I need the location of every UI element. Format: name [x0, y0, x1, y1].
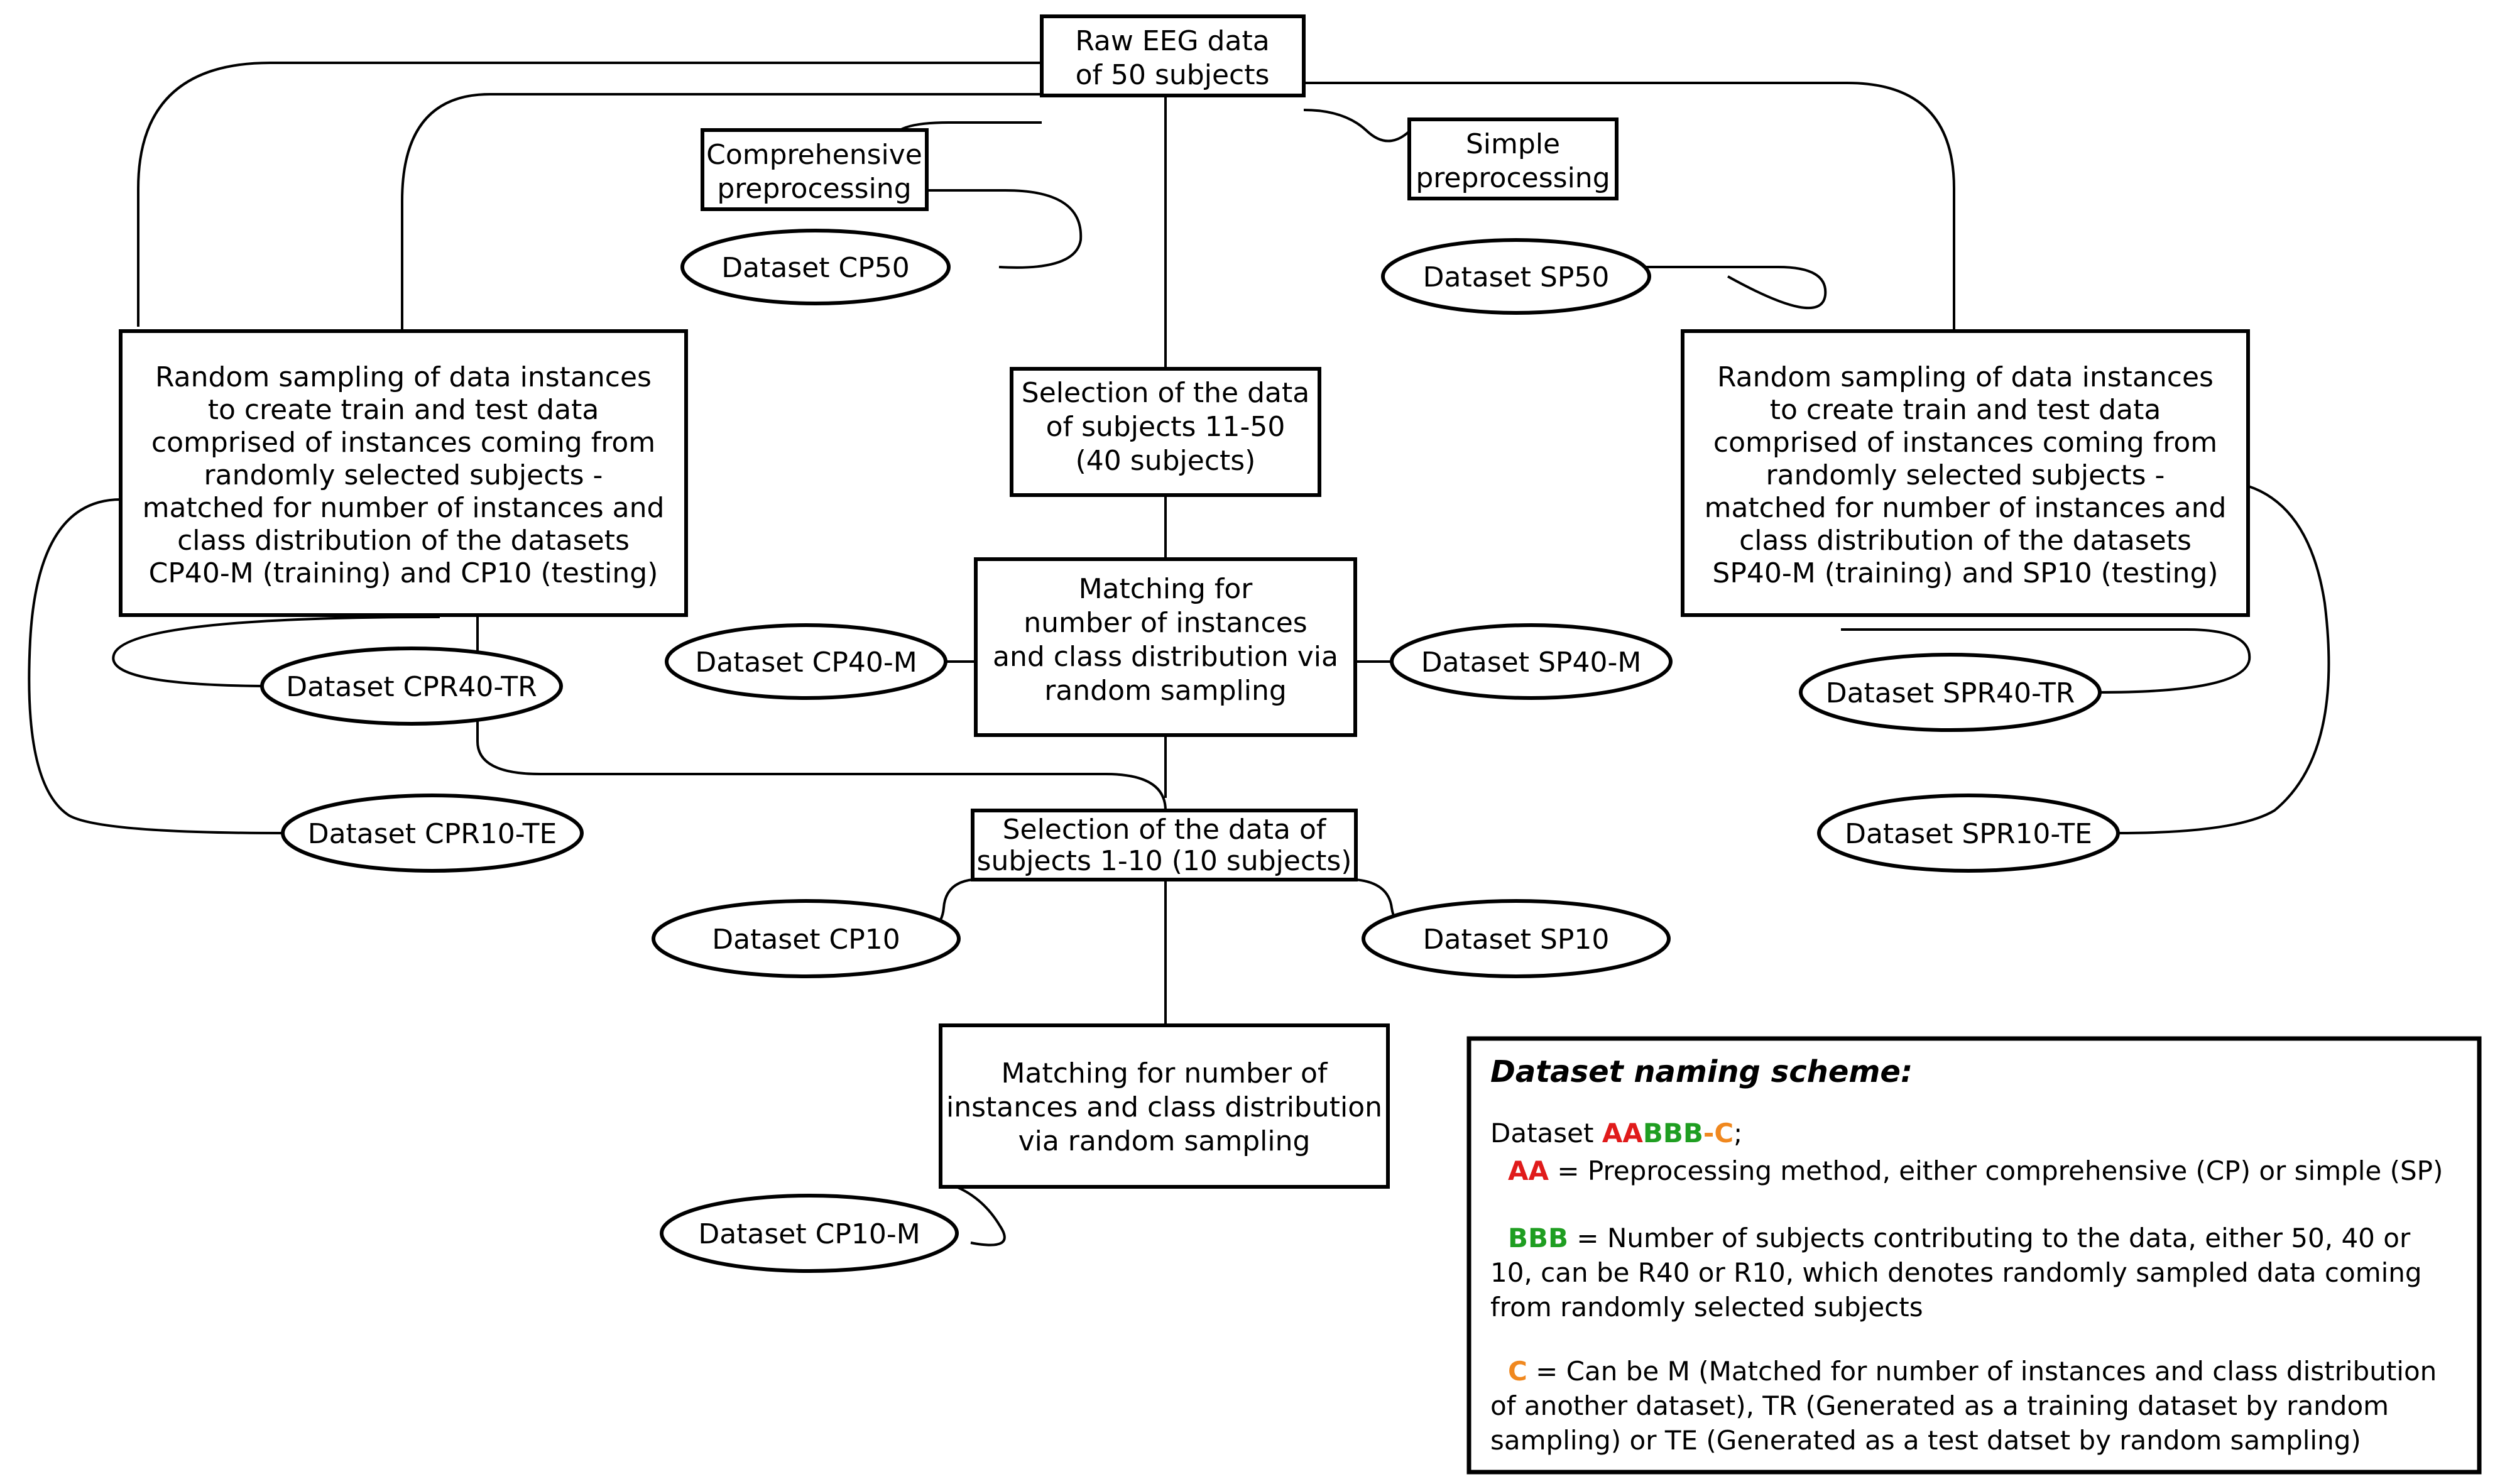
- legend-pattern-prefix: Dataset: [1490, 1118, 1602, 1148]
- edge-raw-to-cp-random-outer: [137, 62, 1042, 327]
- edge-raw-to-simple: [1303, 109, 1418, 143]
- node-dataset-cp50-label: Dataset CP50: [721, 252, 910, 284]
- node-dataset-sp50[interactable]: Dataset SP50: [1381, 238, 1651, 315]
- node-matching-40-line4: random sampling: [1044, 675, 1287, 707]
- edge-matching10-to-cp10m: [943, 1181, 1006, 1247]
- legend-c-key: C: [1508, 1356, 1527, 1387]
- node-dataset-sp10-label: Dataset SP10: [1423, 924, 1610, 956]
- legend-aa-text: = Preprocessing method, either comprehen…: [1549, 1155, 2443, 1186]
- node-comprehensive-line1: Comprehensive: [706, 139, 922, 171]
- legend-c-line2: of another dataset), TR (Generated as a …: [1490, 1390, 2389, 1421]
- node-dataset-cp10-m-label: Dataset CP10-M: [698, 1218, 920, 1250]
- node-selection-1-10-line2: subjects 1-10 (10 subjects): [977, 845, 1352, 877]
- node-dataset-cp10-m[interactable]: Dataset CP10-M: [660, 1194, 959, 1273]
- legend-c-text1: = Can be M (Matched for number of instan…: [1527, 1356, 2437, 1387]
- node-matching-10-line3: via random sampling: [1018, 1125, 1311, 1157]
- node-cp-random-line2: to create train and test data: [208, 394, 599, 426]
- node-dataset-spr40-tr-label: Dataset SPR40-TR: [1826, 677, 2075, 709]
- edge-simple-to-sp50: [1621, 266, 1827, 310]
- legend-pattern-dash: -: [1703, 1118, 1714, 1148]
- node-selection-11-50[interactable]: Selection of the data of subjects 11-50 …: [1010, 367, 1321, 497]
- legend-bbb-line2: 10, can be R40 or R10, which denotes ran…: [1490, 1257, 2422, 1288]
- node-matching-40-line1: Matching for: [1079, 573, 1253, 605]
- legend-bbb-line1: BBB = Number of subjects contributing to…: [1508, 1223, 2411, 1253]
- node-selection-11-50-line1: Selection of the data: [1022, 377, 1309, 409]
- node-dataset-sp40-m[interactable]: Dataset SP40-M: [1390, 623, 1673, 700]
- node-simple-line1: Simple: [1466, 128, 1560, 160]
- node-simple-preprocessing[interactable]: Simple preprocessing: [1407, 117, 1619, 200]
- node-simple-line2: preprocessing: [1416, 162, 1610, 194]
- legend-pattern-line: Dataset AABBB-C;: [1490, 1118, 1742, 1148]
- node-comprehensive-line2: preprocessing: [717, 173, 911, 205]
- legend-c-line3: sampling) or TE (Generated as a test dat…: [1490, 1425, 2361, 1456]
- legend-pattern-aa: AA: [1602, 1118, 1644, 1148]
- node-selection-11-50-line2: of subjects 11-50: [1046, 411, 1286, 443]
- node-matching-40[interactable]: Matching for number of instances and cla…: [974, 557, 1357, 737]
- node-cp-random-sampling[interactable]: Random sampling of data instances to cre…: [119, 329, 688, 617]
- node-matching-40-line2: number of instances: [1024, 607, 1307, 639]
- node-dataset-spr10-te[interactable]: Dataset SPR10-TE: [1817, 794, 2120, 873]
- edge-cp-random-to-cpr10te: [28, 498, 283, 834]
- node-cp-random-line4: randomly selected subjects -: [204, 459, 603, 491]
- legend-bbb-line3: from randomly selected subjects: [1490, 1292, 1923, 1323]
- legend-pattern-c: C: [1714, 1118, 1733, 1148]
- legend-aa-line: AA = Preprocessing method, either compre…: [1508, 1155, 2443, 1186]
- node-matching-10[interactable]: Matching for number of instances and cla…: [939, 1023, 1390, 1189]
- legend-panel: Dataset naming scheme: Dataset AABBB-C; …: [1466, 1036, 2482, 1475]
- node-dataset-cpr40-tr[interactable]: Dataset CPR40-TR: [260, 647, 563, 726]
- node-dataset-cpr10-te-label: Dataset CPR10-TE: [308, 818, 557, 850]
- node-dataset-cp40-m-label: Dataset CP40-M: [695, 647, 917, 679]
- edge-sp-random-to-spr40tr: [1841, 628, 2251, 694]
- node-sp-random-line2: to create train and test data: [1770, 394, 2161, 426]
- node-dataset-cpr40-tr-label: Dataset CPR40-TR: [286, 671, 537, 703]
- node-dataset-sp40-m-label: Dataset SP40-M: [1421, 647, 1642, 679]
- edge-cp-random-lower-route: [476, 617, 1167, 811]
- node-sp-random-line3: comprised of instances coming from: [1713, 427, 2217, 459]
- legend-bbb-text1: = Number of subjects contributing to the…: [1568, 1223, 2411, 1253]
- edge-cp-random-to-cpr40tr: [112, 616, 440, 687]
- node-sp-random-line5: matched for number of instances and: [1705, 492, 2227, 524]
- node-raw-eeg[interactable]: Raw EEG data of 50 subjects: [1040, 14, 1306, 97]
- edge-comprehensive-to-cp50: [927, 189, 1083, 269]
- node-sp-random-line6: class distribution of the datasets: [1739, 525, 2192, 557]
- node-sp-random-line4: randomly selected subjects -: [1766, 459, 2165, 491]
- node-selection-1-10-line1: Selection of the data of: [1003, 814, 1327, 846]
- node-dataset-cp10-label: Dataset CP10: [712, 924, 900, 956]
- node-cp-random-line6: class distribution of the datasets: [177, 525, 630, 557]
- edge-layer: [28, 62, 2330, 1247]
- legend-pattern-bbb: BBB: [1643, 1118, 1703, 1148]
- edge-raw-to-cp-random-inner: [401, 93, 1042, 336]
- node-comprehensive-preprocessing[interactable]: Comprehensive preprocessing: [701, 128, 929, 211]
- node-dataset-spr40-tr[interactable]: Dataset SPR40-TR: [1799, 653, 2102, 732]
- node-sp-random-line1: Random sampling of data instances: [1717, 361, 2214, 393]
- node-raw-eeg-line2: of 50 subjects: [1076, 59, 1270, 91]
- legend-aa-key: AA: [1508, 1155, 1549, 1186]
- node-dataset-cpr10-te[interactable]: Dataset CPR10-TE: [281, 794, 584, 873]
- node-dataset-cp10[interactable]: Dataset CP10: [652, 899, 961, 978]
- legend-c-line1: C = Can be M (Matched for number of inst…: [1508, 1356, 2437, 1387]
- node-matching-40-line3: and class distribution via: [993, 641, 1338, 673]
- node-cp-random-line7: CP40-M (training) and CP10 (testing): [149, 557, 658, 589]
- node-cp-random-line3: comprised of instances coming from: [151, 427, 655, 459]
- node-sp-random-line7: SP40-M (training) and SP10 (testing): [1712, 557, 2218, 589]
- node-cp-random-line1: Random sampling of data instances: [155, 361, 652, 393]
- node-matching-10-line1: Matching for number of: [1002, 1057, 1328, 1089]
- edge-sp-random-to-spr10te: [2117, 479, 2330, 834]
- node-cp-random-line5: matched for number of instances and: [143, 492, 665, 524]
- node-dataset-cp50[interactable]: Dataset CP50: [680, 229, 951, 305]
- legend-title: Dataset naming scheme:: [1490, 1054, 1913, 1089]
- edge-raw-to-sp-random: [1304, 82, 1955, 330]
- node-dataset-sp50-label: Dataset SP50: [1423, 261, 1610, 293]
- node-sp-random-sampling[interactable]: Random sampling of data instances to cre…: [1681, 329, 2250, 617]
- node-selection-11-50-line3: (40 subjects): [1076, 445, 1256, 477]
- legend-pattern-suffix: ;: [1733, 1118, 1742, 1148]
- node-dataset-spr10-te-label: Dataset SPR10-TE: [1845, 818, 2092, 850]
- legend-bbb-key: BBB: [1508, 1223, 1568, 1253]
- node-dataset-cp40-m[interactable]: Dataset CP40-M: [665, 623, 947, 700]
- node-matching-10-line2: instances and class distribution: [946, 1091, 1382, 1123]
- node-raw-eeg-line1: Raw EEG data: [1075, 25, 1269, 57]
- node-dataset-sp10[interactable]: Dataset SP10: [1362, 899, 1671, 978]
- node-selection-1-10[interactable]: Selection of the data of subjects 1-10 (…: [971, 809, 1358, 881]
